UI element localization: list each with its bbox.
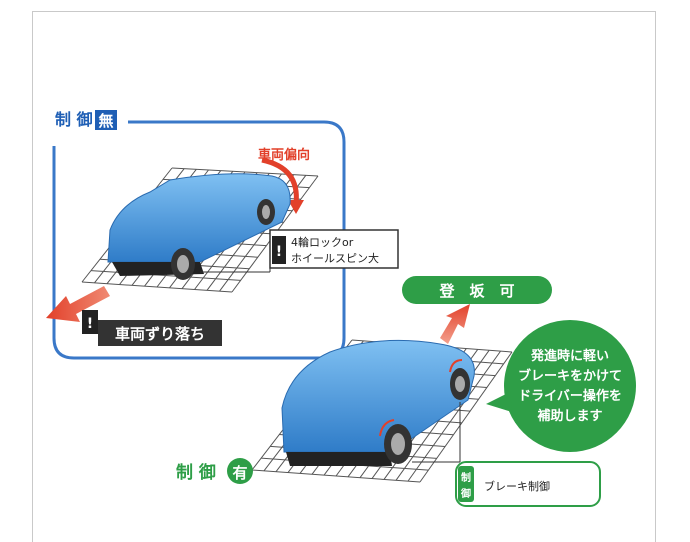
slip-warning-box: [82, 310, 98, 334]
bubble-line-2: ブレーキをかけて: [518, 368, 622, 384]
grid-line: [407, 350, 501, 482]
with-control-label: 制 御: [176, 462, 216, 483]
grid-line: [251, 469, 421, 483]
climb-label: 登 坂 可: [438, 282, 514, 300]
climb-arrow: [440, 304, 470, 344]
lock-line2: ホイールスピン大: [291, 251, 379, 265]
bubble-line-4: 補助します: [536, 408, 602, 424]
slip-label: 車両ずり落ち: [115, 325, 205, 343]
grid-line: [90, 270, 241, 281]
lock-callout-box: [269, 229, 399, 269]
car-bottom: [281, 339, 475, 466]
no-control-label: 制 御: [55, 110, 93, 129]
badge-none-box: [95, 110, 117, 130]
with-control-panel: 登 坂 可 発進時に軽い ブレーキをかけて ドライバー操作を 補助します 制 御: [176, 276, 636, 507]
brake-label: ブレーキ制御: [484, 479, 550, 493]
no-control-panel: 制 御 無 車両偏向 ! 4輪ロックor ホイールスピン大 ! 車両ず: [46, 110, 399, 360]
yaw-arrow: [261, 157, 299, 205]
slip-label-box: [98, 320, 222, 346]
warning-mark-box: [272, 236, 286, 264]
brake-mark-rear: [449, 359, 463, 373]
grid-line: [171, 167, 319, 177]
warning-mark: !: [276, 244, 282, 260]
bubble-line-1: 発進時に軽い: [530, 348, 609, 364]
grid-line: [419, 351, 513, 483]
grid-line: [81, 281, 233, 293]
lock-line1: 4輪ロックor: [291, 235, 354, 249]
brake-mark-front: [379, 419, 395, 437]
slip-arrow: [46, 286, 110, 322]
yaw-arrowhead: [288, 200, 304, 214]
assist-bubble: [504, 320, 636, 452]
car-top: [107, 173, 291, 280]
brake-tag-line1: 制: [461, 471, 471, 484]
figure-frame: [32, 11, 656, 542]
badge-none-text: 無: [98, 112, 113, 130]
badge-with-text: 有: [232, 464, 247, 482]
brake-tag: [458, 466, 474, 502]
brake-tag-line2: 御: [460, 487, 471, 500]
yaw-label: 車両偏向: [258, 147, 310, 163]
bubble-line-3: ドライバー操作を: [518, 388, 622, 404]
slip-warning-mark: !: [87, 316, 93, 332]
badge-with-circle: [227, 458, 253, 484]
brake-callout-box: [455, 461, 601, 507]
climb-pill: [402, 276, 552, 304]
